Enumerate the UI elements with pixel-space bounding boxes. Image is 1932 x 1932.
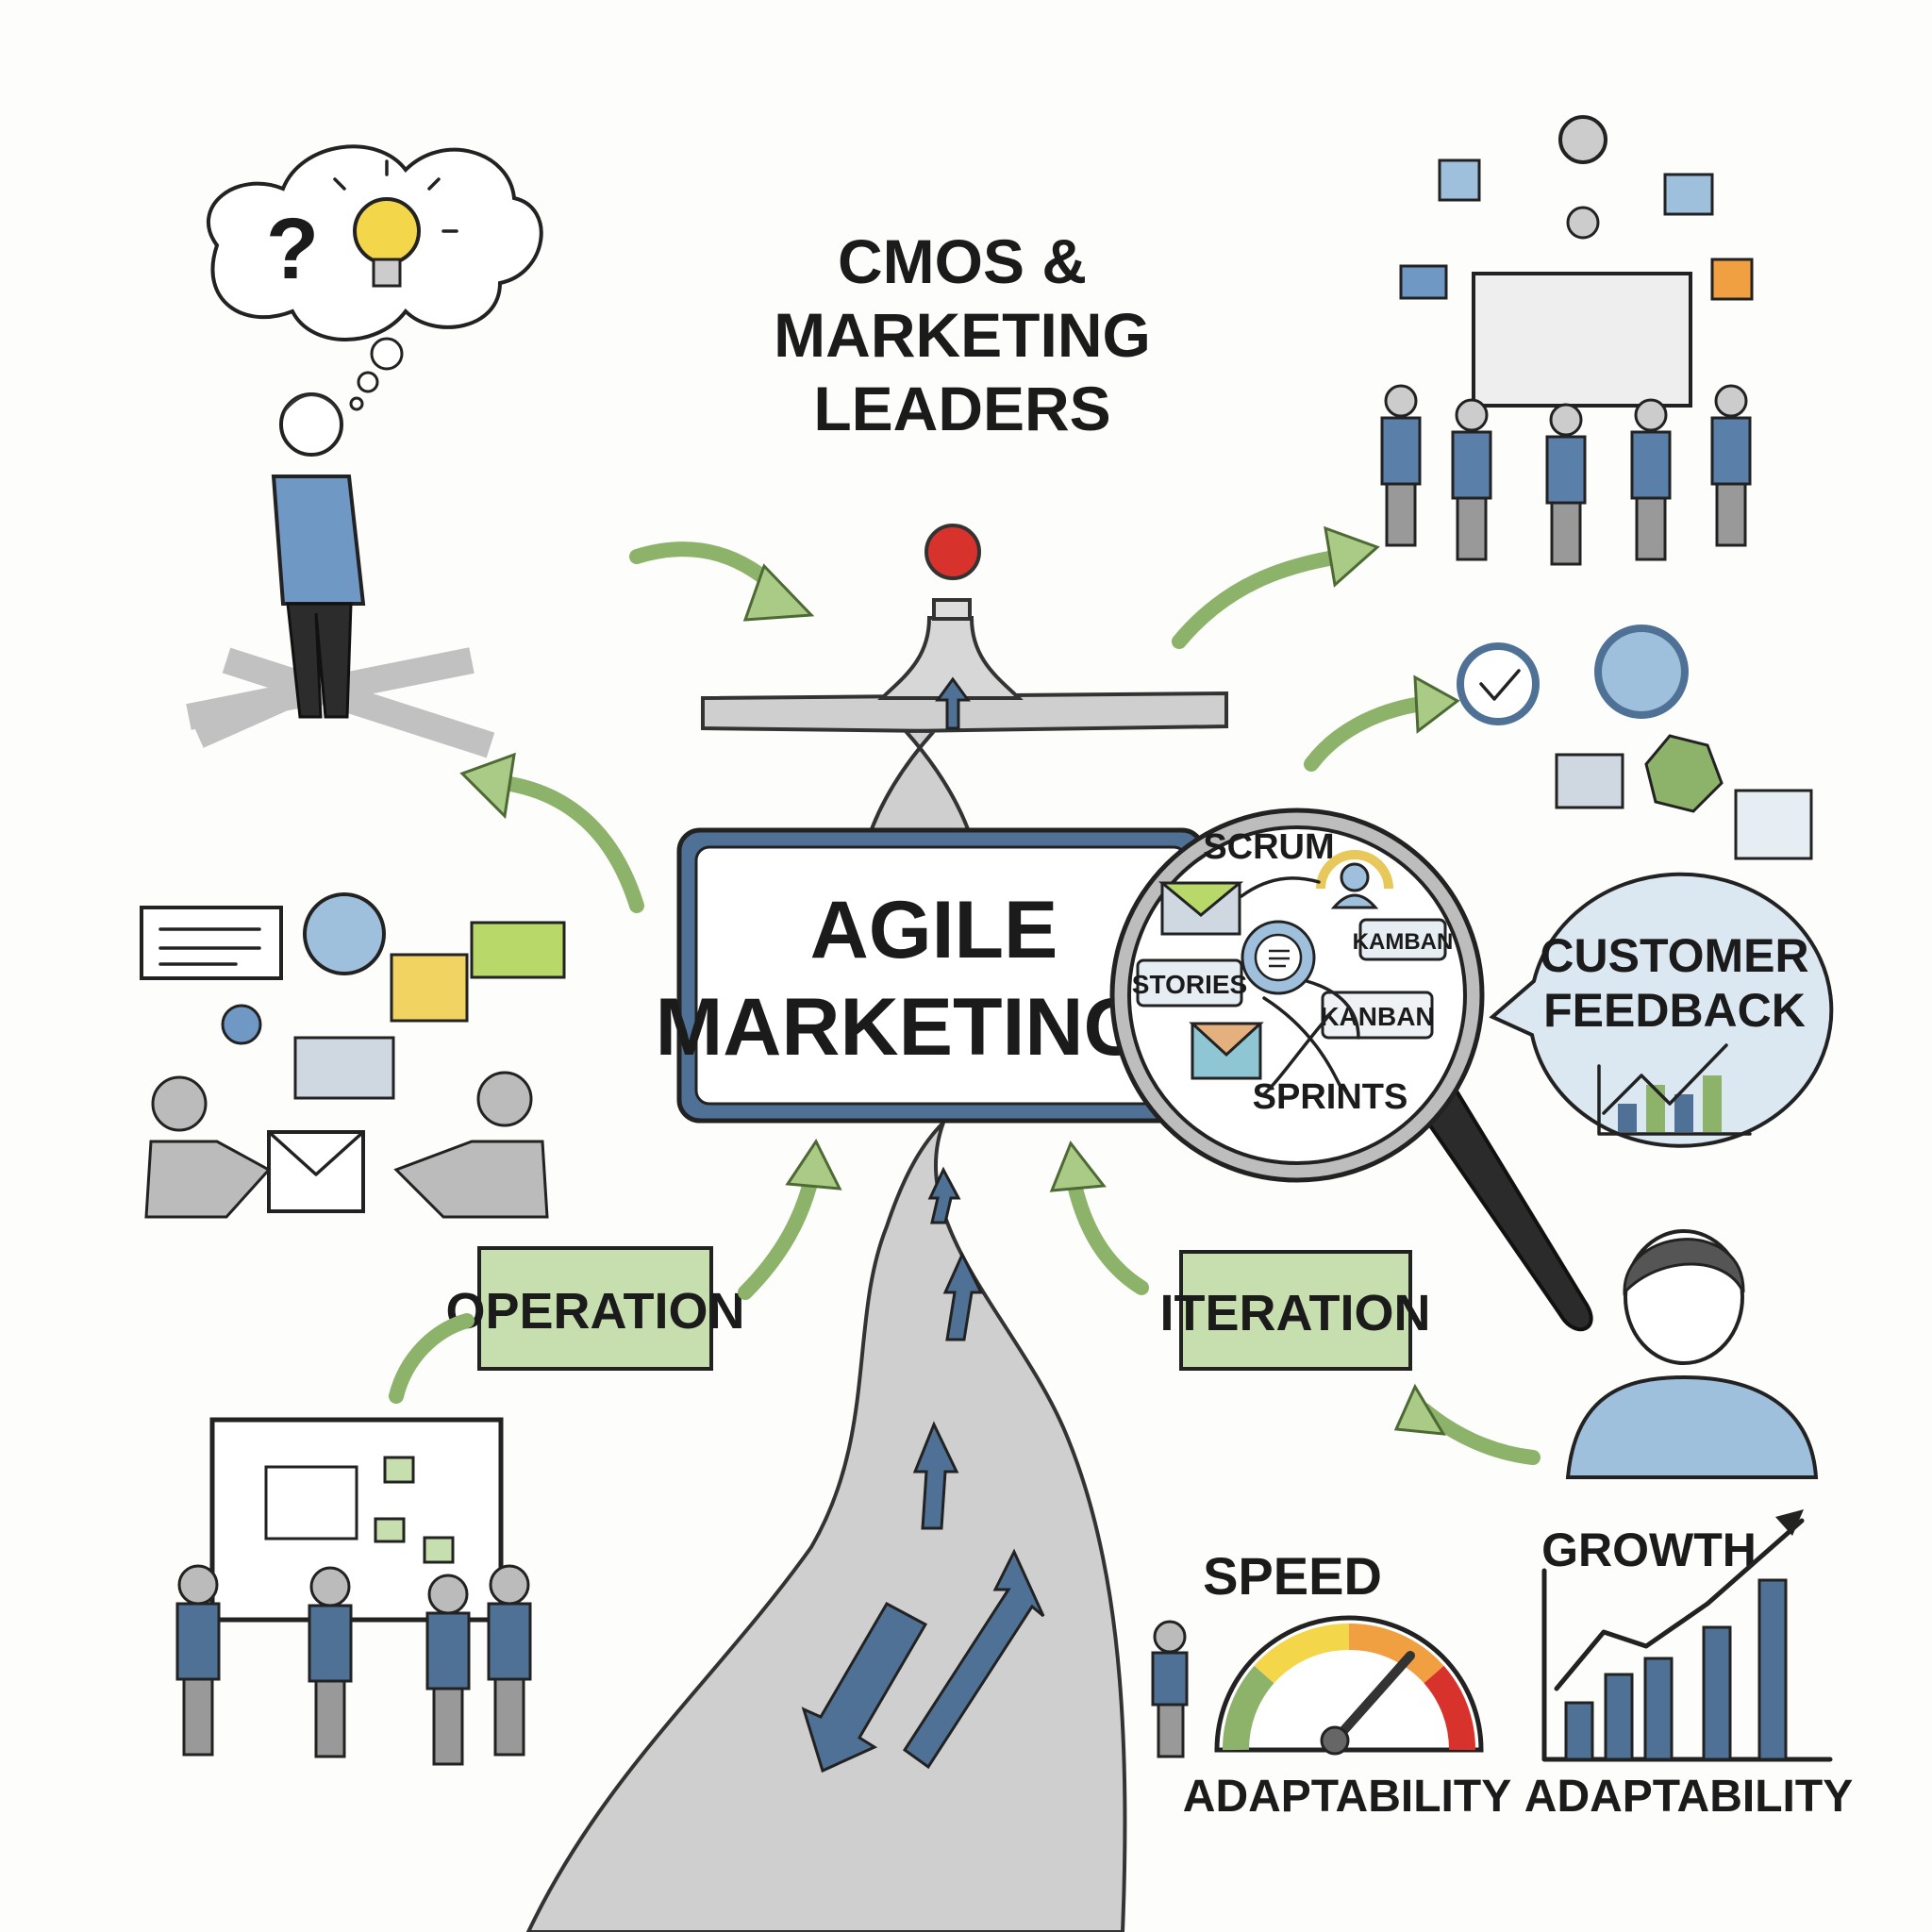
title-line-1: CMOS & xyxy=(838,226,1087,296)
profile-icon xyxy=(1558,115,1607,164)
award-icon xyxy=(1438,158,1481,202)
question-mark-icon: ? xyxy=(266,201,319,297)
team-member-badge-icon xyxy=(1316,850,1393,909)
title-cmos-marketing-leaders: CMOS & MARKETING LEADERS xyxy=(774,226,1151,443)
insight-icons-cluster xyxy=(1457,625,1813,860)
magnifier-kamban: KAMBAN xyxy=(1353,929,1454,955)
crossroad-signpost xyxy=(701,524,1228,841)
customer-feedback-line-1: CUSTOMER xyxy=(1540,929,1808,982)
road-arrow xyxy=(801,1601,928,1774)
chart-axes xyxy=(1541,1568,1833,1762)
magnifier-scrum: SCRUM xyxy=(1203,827,1334,867)
magnifier-sprints: SPRINTS xyxy=(1253,1077,1408,1117)
customer-feedback-line-2: FEEDBACK xyxy=(1543,984,1806,1037)
envelope-icon xyxy=(293,1036,395,1100)
envelope-icon xyxy=(1399,264,1448,300)
operation-text: OPERATION xyxy=(445,1283,744,1340)
trend-line xyxy=(1554,1518,1805,1691)
growth-bar xyxy=(1702,1625,1732,1761)
customer-feedback-bubble: CUSTOMER FEEDBACK xyxy=(1489,872,1834,1148)
screen-icon xyxy=(1555,753,1624,809)
analytics-icon xyxy=(1710,258,1754,301)
speed-caption: ADAPTABILITY xyxy=(1183,1772,1511,1822)
growth-bar xyxy=(1757,1578,1788,1761)
title-line-2: MARKETING xyxy=(774,300,1151,370)
growth-caption: ADAPTABILITY xyxy=(1524,1772,1853,1822)
road-arrow xyxy=(902,1548,1045,1770)
speed-gauge: SPEED ADAPTABILITY xyxy=(1151,1546,1511,1822)
clock-check-icon xyxy=(1457,642,1540,725)
team-at-whiteboard xyxy=(175,1417,532,1766)
gear-checklist-icon xyxy=(1241,920,1316,995)
magnifier-kanban: KANBAN xyxy=(1320,1002,1434,1031)
sign-line-2: MARKETING xyxy=(656,982,1147,1073)
envelope-icon xyxy=(1189,1022,1264,1080)
gauge-needle xyxy=(1330,1651,1415,1745)
checkmark-icon xyxy=(1663,173,1714,216)
growth-title: GROWTH xyxy=(1541,1524,1757,1576)
magnifying-glass: SCRUM KAMBAN STORIES KANBAN SPRINTS xyxy=(1109,808,1593,1332)
red-signal-ball-icon xyxy=(924,524,981,580)
flow-arrows xyxy=(1240,876,1360,1096)
growth-chart: GROWTH ADAPTABILITY xyxy=(1524,1509,1853,1822)
magnifier-stories: STORIES xyxy=(1132,970,1247,999)
road-arrow xyxy=(927,1166,961,1224)
road-arrow xyxy=(942,1251,984,1341)
growth-bar xyxy=(1564,1701,1594,1761)
thinking-man-at-crossroads: ? xyxy=(186,144,543,758)
growth-bar xyxy=(1643,1657,1674,1761)
agile-marketing-sign: AGILE MARKETING xyxy=(656,827,1206,1124)
envelope-icon xyxy=(264,1465,358,1541)
bar-chart-icon xyxy=(1597,1043,1752,1136)
growth-bars xyxy=(1564,1578,1788,1761)
road-arrow xyxy=(912,1421,959,1530)
iteration-label: ITERATION xyxy=(1160,1250,1431,1371)
thinking-customer xyxy=(1565,1229,1819,1479)
lightbulb-icon xyxy=(333,159,458,288)
chat-bubble-icon xyxy=(470,921,566,979)
chat-bubble-icon xyxy=(140,906,283,980)
sign-line-1: AGILE xyxy=(810,885,1058,975)
winding-road xyxy=(525,1121,1127,1932)
operation-label: OPERATION xyxy=(445,1246,745,1371)
avatar-icon xyxy=(303,892,386,975)
envelope-icon xyxy=(390,953,469,1023)
up-arrow-icon xyxy=(935,676,971,730)
envelope-icon xyxy=(1158,881,1244,936)
team-communication xyxy=(140,892,566,1219)
user-touch-icon xyxy=(1594,625,1689,719)
speed-title: SPEED xyxy=(1203,1546,1382,1606)
iteration-text: ITERATION xyxy=(1160,1285,1431,1341)
flow-arrows-green xyxy=(389,525,1541,1465)
team-at-dashboard xyxy=(1380,115,1754,566)
growth-bar xyxy=(1604,1673,1634,1761)
puzzle-icon xyxy=(1644,734,1724,813)
title-line-3: LEADERS xyxy=(813,374,1110,443)
photo-card-icon xyxy=(1734,789,1813,860)
